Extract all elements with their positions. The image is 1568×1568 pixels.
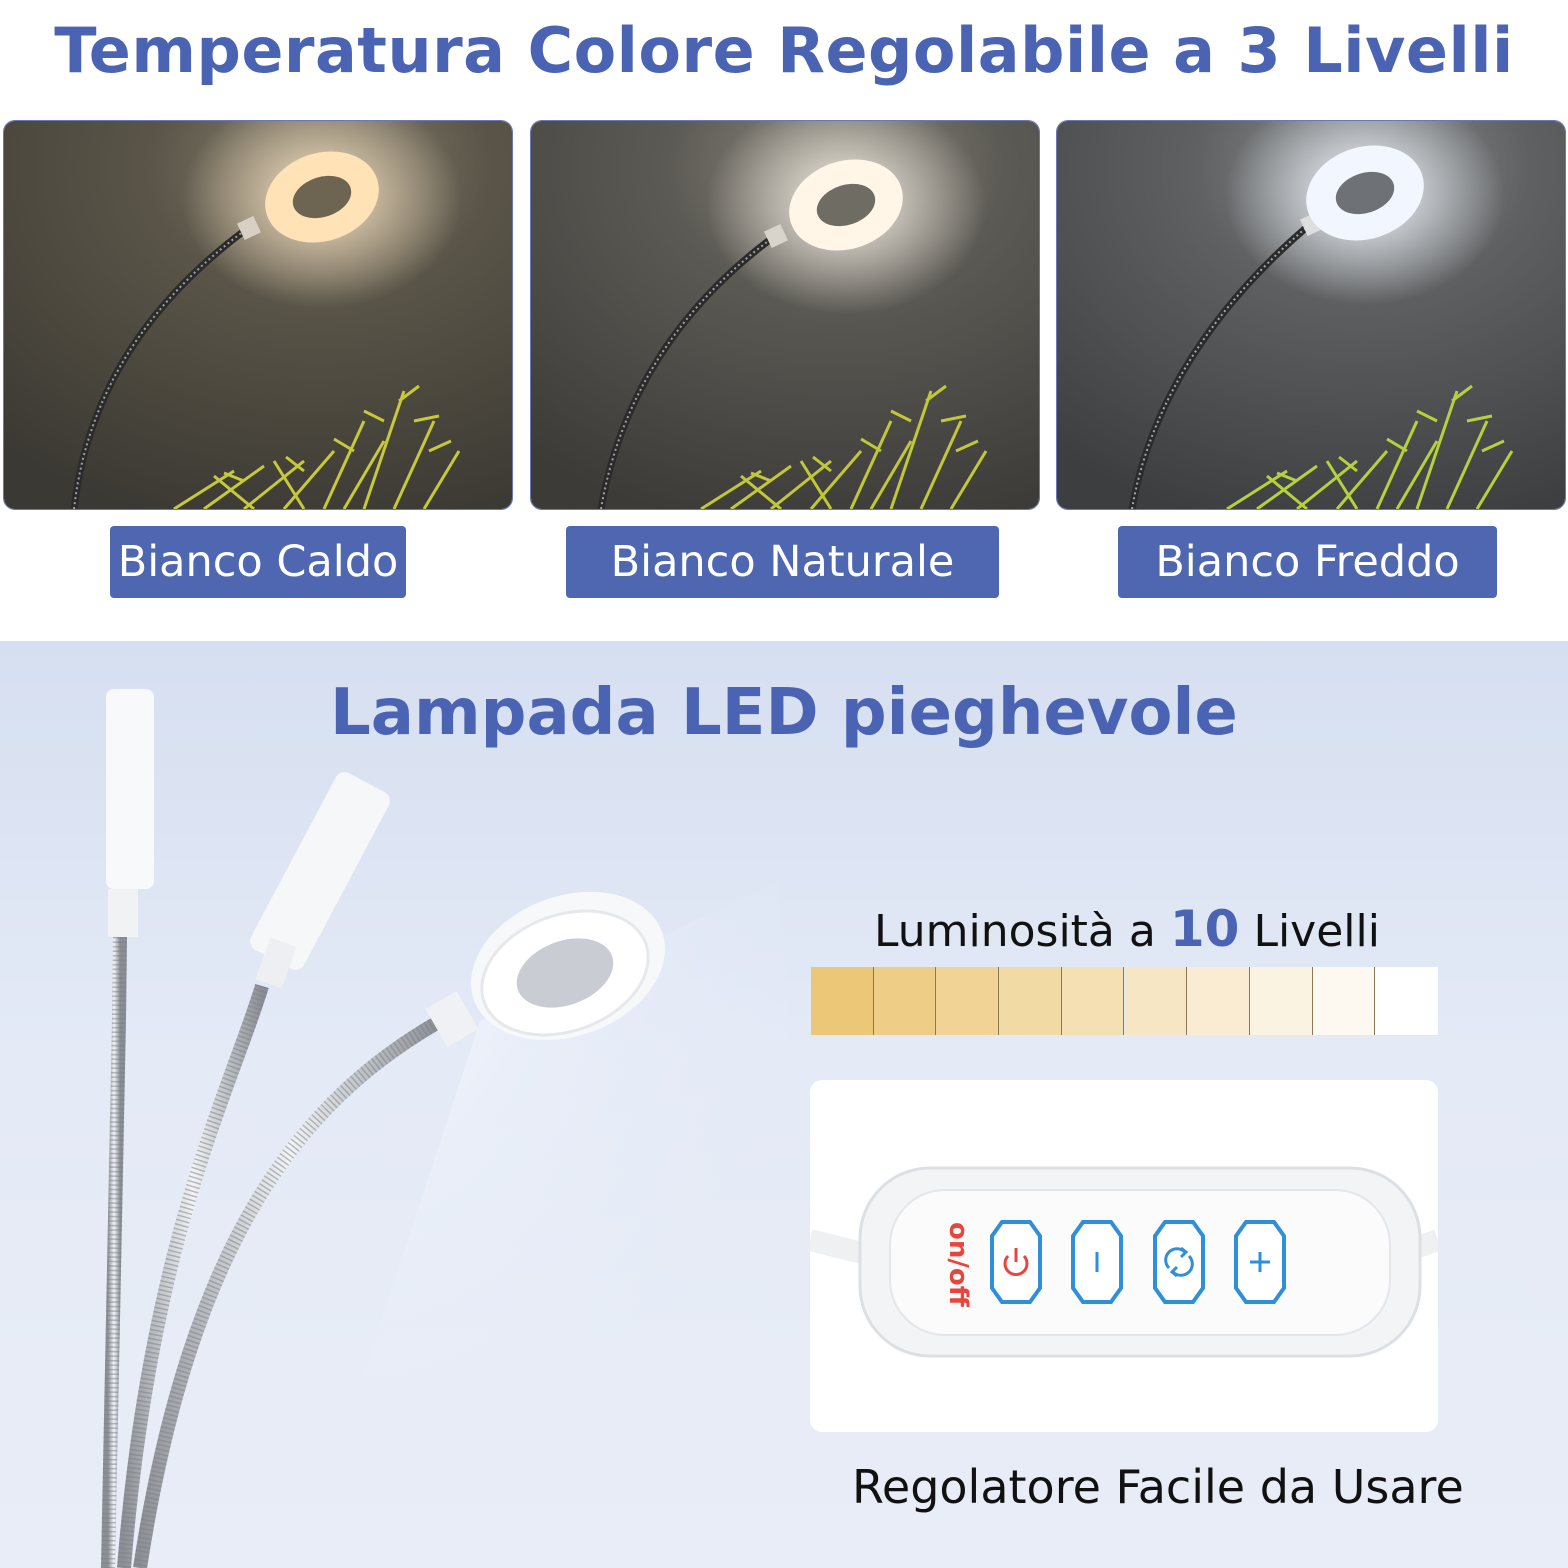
brightness-level-1 xyxy=(811,967,874,1035)
plant xyxy=(1226,384,1514,509)
on-off-label: on/off xyxy=(943,1222,973,1308)
brightness-level-8 xyxy=(1249,967,1313,1035)
lamp-head-vertical xyxy=(106,689,154,889)
controller-caption: Regolatore Facile da Usare xyxy=(852,1460,1464,1514)
brightness-levels-bar xyxy=(811,967,1438,1035)
lamp-photo-warm xyxy=(4,121,512,509)
power-icon xyxy=(1003,1248,1029,1276)
brightness-heading: Luminosità a 10 Livelli xyxy=(874,900,1380,958)
label-cool-white: Bianco Freddo xyxy=(1118,526,1497,598)
brightness-level-9 xyxy=(1312,967,1376,1035)
controller-card: on/off xyxy=(807,1080,1442,1432)
plant xyxy=(173,384,461,509)
plant xyxy=(700,384,988,509)
brightness-level-3 xyxy=(936,967,1000,1035)
brightness-prefix: Luminosità a xyxy=(874,906,1156,957)
cycle-icon xyxy=(1164,1246,1194,1278)
increase-brightness-button[interactable] xyxy=(1234,1220,1286,1304)
page-title: Temperatura Colore Regolabile a 3 Livell… xyxy=(54,14,1514,87)
brightness-level-10 xyxy=(1375,967,1438,1035)
brightness-level-7 xyxy=(1187,967,1250,1035)
lamp-head-tilted xyxy=(250,772,390,970)
section-title: Lampada LED pieghevole xyxy=(330,676,1238,750)
inline-controller: on/off xyxy=(807,1166,1442,1358)
brightness-level-2 xyxy=(873,967,937,1035)
foldable-lamps xyxy=(101,689,820,1568)
decrease-brightness-button[interactable] xyxy=(1071,1220,1123,1304)
photo-cool-white xyxy=(1056,120,1566,510)
power-button[interactable] xyxy=(990,1220,1042,1304)
brightness-level-4 xyxy=(999,967,1062,1035)
plus-icon xyxy=(1250,1252,1270,1272)
cycle-mode-button[interactable] xyxy=(1153,1220,1205,1304)
brightness-level-5 xyxy=(1061,967,1125,1035)
lamp-photo-natural xyxy=(531,121,1039,509)
label-natural-white: Bianco Naturale xyxy=(566,526,999,598)
brightness-suffix: Livelli xyxy=(1253,906,1380,957)
brightness-level-6 xyxy=(1124,967,1188,1035)
photo-warm-white xyxy=(3,120,513,510)
label-warm-white: Bianco Caldo xyxy=(110,526,406,598)
brightness-number: 10 xyxy=(1169,900,1240,958)
photo-natural-white xyxy=(530,120,1040,510)
lamp-photo-cool xyxy=(1057,121,1565,509)
